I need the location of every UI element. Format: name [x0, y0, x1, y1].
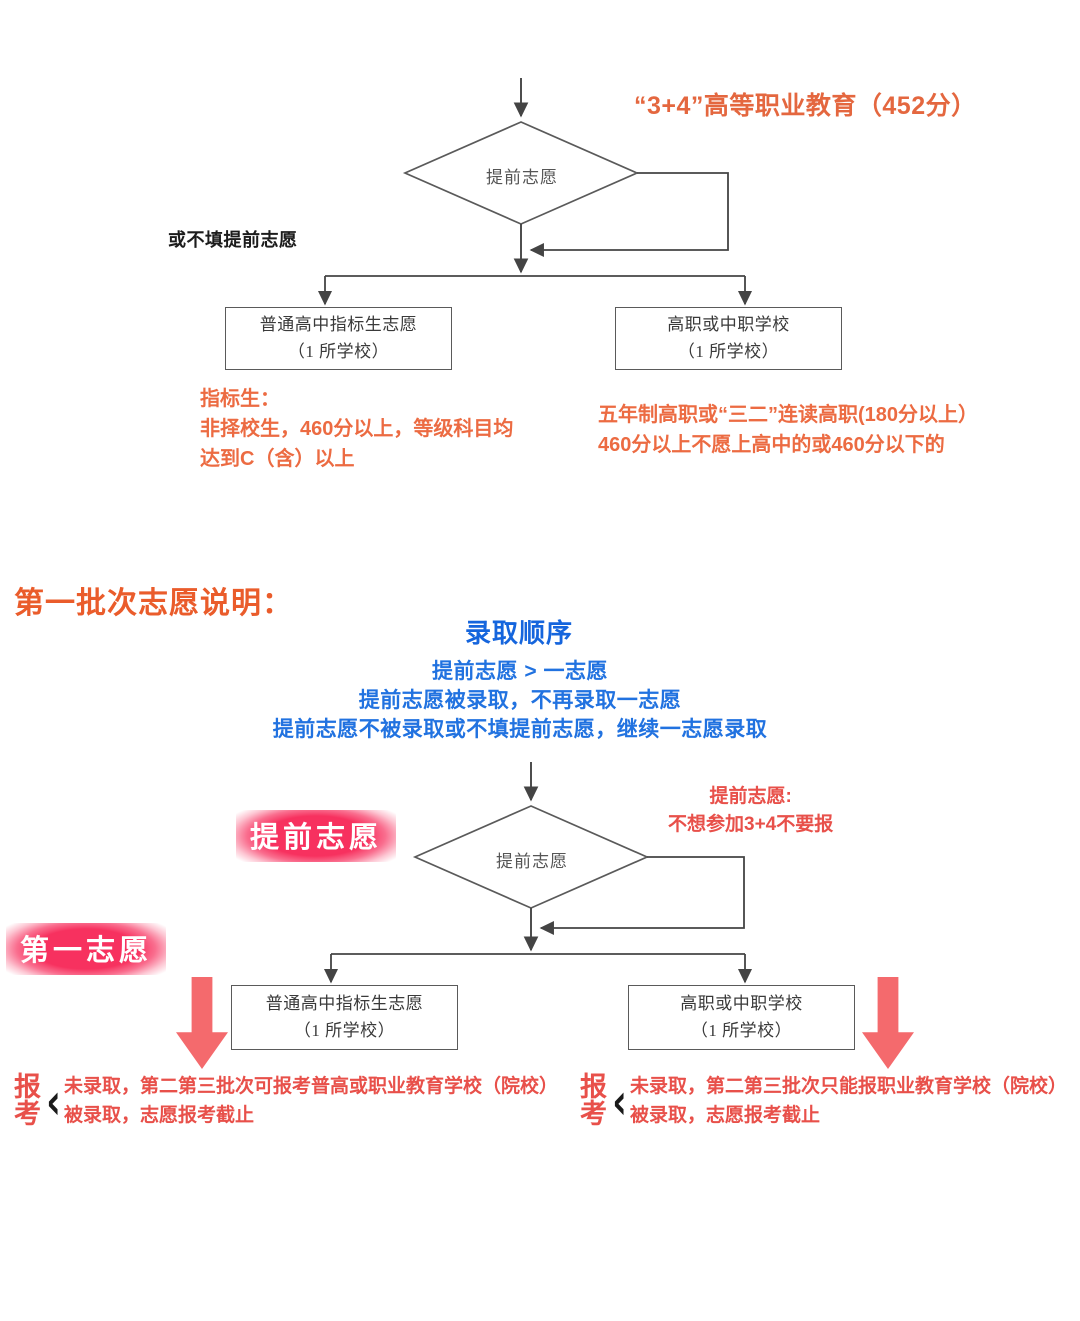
- top-right-note-line2: 460分以上不愿上高中的或460分以下的: [598, 434, 945, 456]
- bottom-right-box-line1: 高职或中职学校: [680, 994, 803, 1014]
- right-outcome-word: 报 考: [580, 1071, 607, 1130]
- top-right-box-line2: （1 所学校）: [677, 341, 780, 361]
- chip-advance-wish: 提前志愿: [236, 810, 397, 862]
- bottom-left-box-line2: （1 所学校）: [293, 1020, 396, 1040]
- right-outcome-word-char2: 考: [580, 1099, 607, 1130]
- top-section-title: “3+4”高等职业教育（452分）: [634, 92, 977, 120]
- right-down-block-arrow-icon: [862, 977, 914, 1069]
- top-left-box: 普通高中指标生志愿 （1 所学校）: [225, 307, 452, 370]
- bottom-decision-note-line1: 提前志愿:: [709, 786, 792, 807]
- bottom-loop-path: [539, 856, 745, 936]
- right-outcome-word-char1: 报: [580, 1071, 607, 1102]
- bottom-left-box-line1: 普通高中指标生志愿: [265, 994, 424, 1014]
- left-outcome-group: 报 考 ‹ 未录取，第二第三批次可报考普高或职业教育学校（院校） 被录取，志愿报…: [14, 1072, 558, 1131]
- left-outcome-word: 报 考: [14, 1071, 41, 1130]
- order-line-2: 提前志愿被录取，不再录取一志愿: [358, 689, 682, 712]
- section-heading: 第一批次志愿说明：: [14, 587, 293, 620]
- bottom-decision-label: 提前志愿: [496, 852, 568, 871]
- left-down-block-arrow-icon: [176, 977, 228, 1069]
- top-left-box-line2: （1 所学校）: [287, 341, 390, 361]
- right-outcome-chevron-left-icon: ‹: [612, 1072, 627, 1131]
- top-left-note-line1: 指标生：: [200, 388, 280, 410]
- bottom-decision-note-line2: 不想参加3+4不要报: [668, 813, 834, 835]
- bottom-decision-note: 提前志愿: 不想参加3+4不要报: [668, 783, 833, 838]
- order-line-1: 提前志愿 > 一志愿: [432, 660, 608, 683]
- bottom-right-box: 高职或中职学校 （1 所学校）: [628, 985, 855, 1050]
- right-outcome-group: 报 考 ‹ 未录取，第二第三批次只能报职业教育学校（院校） 被录取，志愿报考截止: [580, 1072, 1067, 1131]
- left-outcome-line2: 被录取，志愿报考截止: [63, 1105, 254, 1127]
- top-right-note-line1: 五年制高职或“三二”连读高职(180分以上）: [598, 404, 979, 426]
- top-right-box: 高职或中职学校 （1 所学校）: [615, 307, 842, 370]
- top-side-label: 或不填提前志愿: [168, 230, 298, 250]
- left-outcome-word-char2: 考: [14, 1099, 41, 1130]
- right-outcome-lines: 未录取，第二第三批次只能报职业教育学校（院校） 被录取，志愿报考截止: [630, 1072, 1067, 1131]
- top-right-box-line1: 高职或中职学校: [667, 315, 790, 335]
- chip-first-wish: 第一志愿: [6, 923, 167, 975]
- top-left-note-line3: 达到C（含）以上: [200, 448, 355, 470]
- bottom-right-box-line2: （1 所学校）: [690, 1020, 793, 1040]
- top-loop-path: [529, 172, 729, 258]
- order-line-3: 提前志愿不被录取或不填提前志愿，继续一志愿录取: [272, 718, 768, 741]
- left-outcome-line1: 未录取，第二第三批次可报考普高或职业教育学校（院校）: [63, 1076, 558, 1097]
- order-title: 录取顺序: [465, 618, 574, 648]
- top-left-note-line2: 非择校生，460分以上，等级科目均: [200, 418, 514, 440]
- top-right-note: 五年制高职或“三二”连读高职(180分以上） 460分以上不愿上高中的或460分…: [598, 400, 978, 460]
- top-left-box-line1: 普通高中指标生志愿: [259, 315, 418, 335]
- left-outcome-chevron-left-icon: ‹: [46, 1072, 61, 1131]
- right-outcome-line2: 被录取，志愿报考截止: [629, 1105, 820, 1127]
- bottom-left-box: 普通高中指标生志愿 （1 所学校）: [231, 985, 458, 1050]
- top-left-note: 指标生： 非择校生，460分以上，等级科目均 达到C（含）以上: [200, 384, 513, 474]
- left-outcome-word-char1: 报: [14, 1071, 41, 1102]
- left-outcome-lines: 未录取，第二第三批次可报考普高或职业教育学校（院校） 被录取，志愿报考截止: [64, 1072, 558, 1131]
- top-decision-label: 提前志愿: [486, 168, 558, 187]
- right-outcome-line1: 未录取，第二第三批次只能报职业教育学校（院校）: [629, 1076, 1067, 1097]
